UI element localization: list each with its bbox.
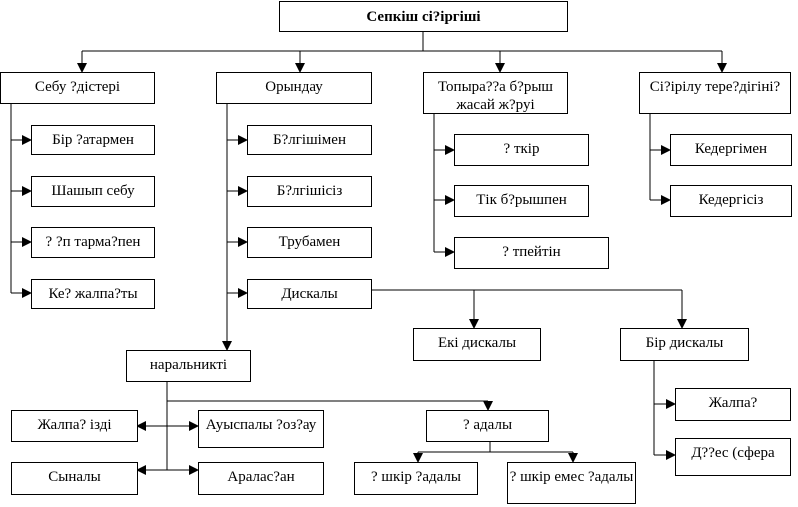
pointed-node: ? адалы [426, 410, 549, 442]
coulter-item: Аралас?ан [198, 462, 324, 495]
pointed-item: ? шкір ?адалы [354, 462, 478, 495]
depth-item: Кедергісіз [670, 185, 792, 217]
furrow-item: ? тпейтін [454, 237, 609, 269]
sowing-item: Ке? жалпа?ты [31, 279, 155, 309]
depth-item: Кедергімен [670, 134, 792, 166]
coulter-item: Ауыспалы ?оз?ау [198, 410, 324, 448]
furrow-angle-node: Топыра??а б?рыш жасай ж?руі [423, 72, 568, 114]
execution-item: Б?лгішісіз [247, 176, 372, 207]
sowing-item: Бір ?атармен [31, 125, 155, 155]
execution-item-disc: Дискалы [247, 279, 372, 309]
execution-node: Орындау [216, 72, 372, 104]
coulter-item: Жалпа? ізді [11, 410, 138, 442]
one-disc-node: Бір дискалы [620, 328, 749, 361]
furrow-item: Тік б?рышпен [454, 185, 589, 217]
sowing-item: Шашып себу [31, 176, 155, 207]
pointed-item: ? шкір емес ?адалы [507, 462, 636, 504]
sowing-item: ? ?п тарма?пен [31, 227, 155, 258]
sowing-methods-node: Себу ?дістері [0, 72, 155, 104]
coulter-node: наральникті [126, 350, 251, 382]
one-disc-item: Жалпа? [675, 388, 791, 421]
furrow-item: ? ткір [454, 134, 589, 166]
coulter-item: Сыналы [11, 462, 138, 495]
execution-item: Трубамен [247, 227, 372, 258]
two-disc-node: Екі дискалы [413, 328, 541, 361]
one-disc-item: Д??ес (сфера [675, 438, 791, 476]
execution-item: Б?лгішімен [247, 125, 372, 155]
root-node: Сепкіш сі?іргіші [279, 1, 568, 32]
depth-node: Сі?ірілу тере?дігіні? [639, 72, 791, 114]
